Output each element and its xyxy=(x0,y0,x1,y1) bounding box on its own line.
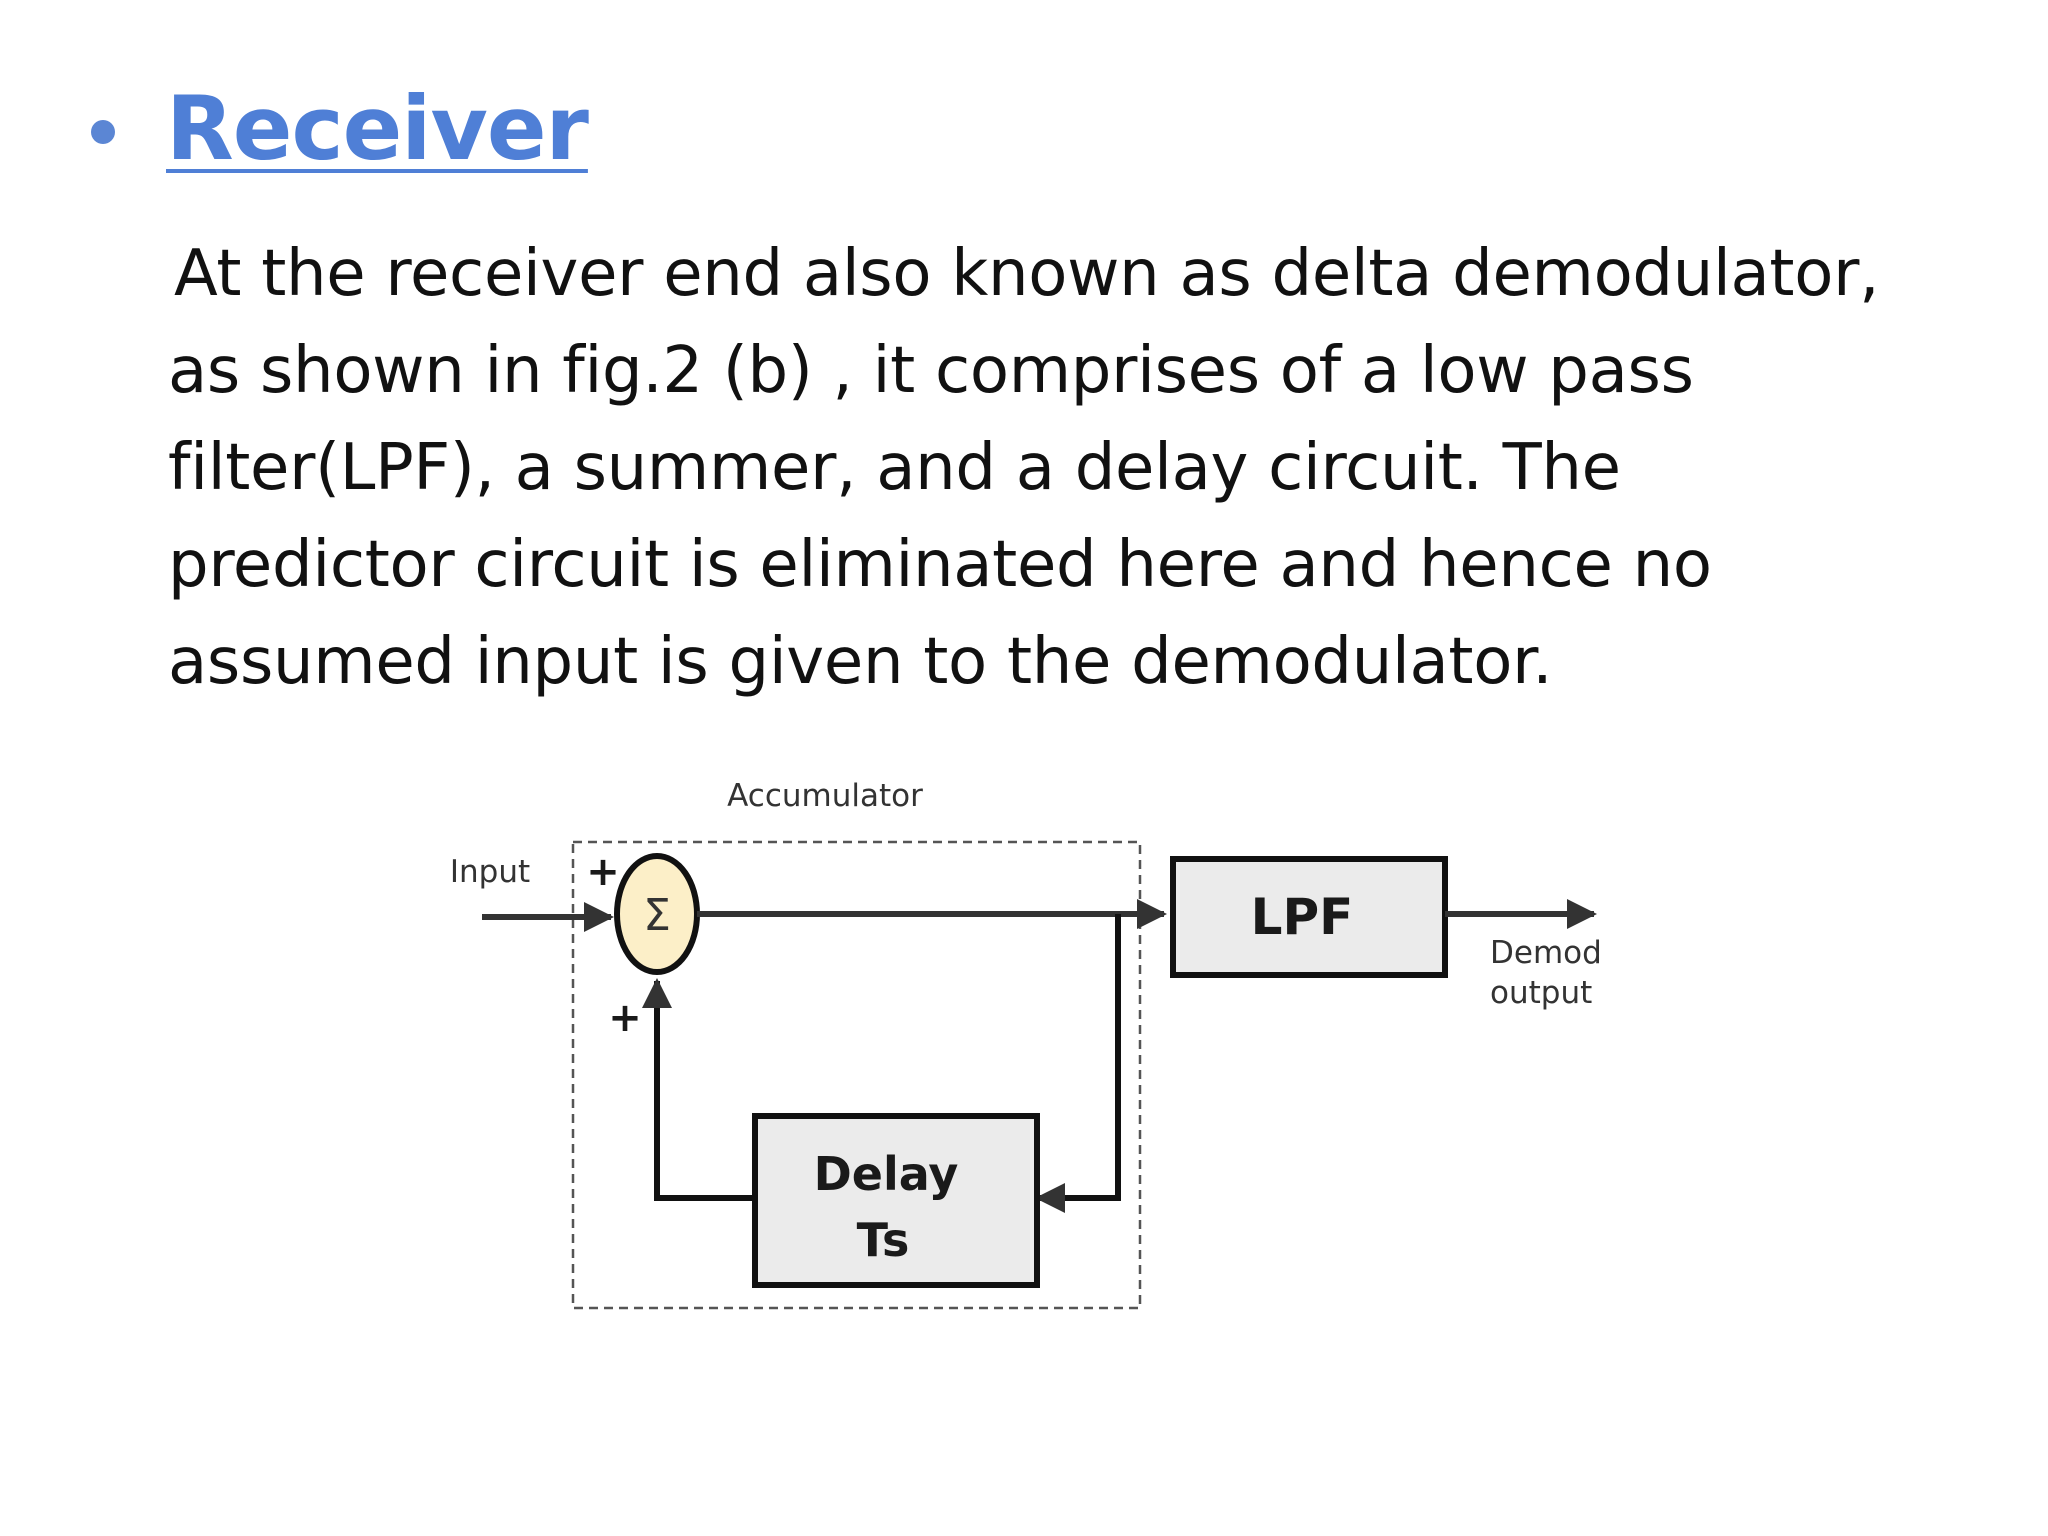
feedback-to-delay-arrow xyxy=(1035,914,1121,1213)
delay-to-summer-arrow xyxy=(642,978,755,1201)
sigma-symbol: Σ xyxy=(643,890,671,941)
paragraph-line: predictor circuit is eliminated here and… xyxy=(168,528,1712,602)
lpf-label: LPF xyxy=(1251,888,1354,946)
slide-heading: Receiver xyxy=(166,77,589,180)
paragraph-line: At the receiver end also known as delta … xyxy=(174,237,1880,311)
output-label-line2: output xyxy=(1490,975,1592,1011)
delay-ts-label: Ts xyxy=(857,1213,910,1267)
delay-label: Delay xyxy=(814,1147,959,1201)
paragraph-line: as shown in fig.2 (b) , it comprises of … xyxy=(168,334,1694,408)
accumulator-label: Accumulator xyxy=(727,778,923,814)
description-paragraph: At the receiver end also known as delta … xyxy=(168,226,2018,711)
input-label: Input xyxy=(450,854,530,890)
delay-block xyxy=(752,1113,1040,1288)
plus-sign-top: + xyxy=(586,849,620,895)
bullet-point xyxy=(91,120,115,144)
accumulator-boundary xyxy=(571,840,1142,1310)
paragraph-line: filter(LPF), a summer, and a delay circu… xyxy=(168,431,1621,505)
plus-sign-bottom: + xyxy=(608,995,642,1041)
paragraph-line: assumed input is given to the demodulato… xyxy=(168,625,1553,699)
output-label-line1: Demod xyxy=(1490,935,1602,971)
